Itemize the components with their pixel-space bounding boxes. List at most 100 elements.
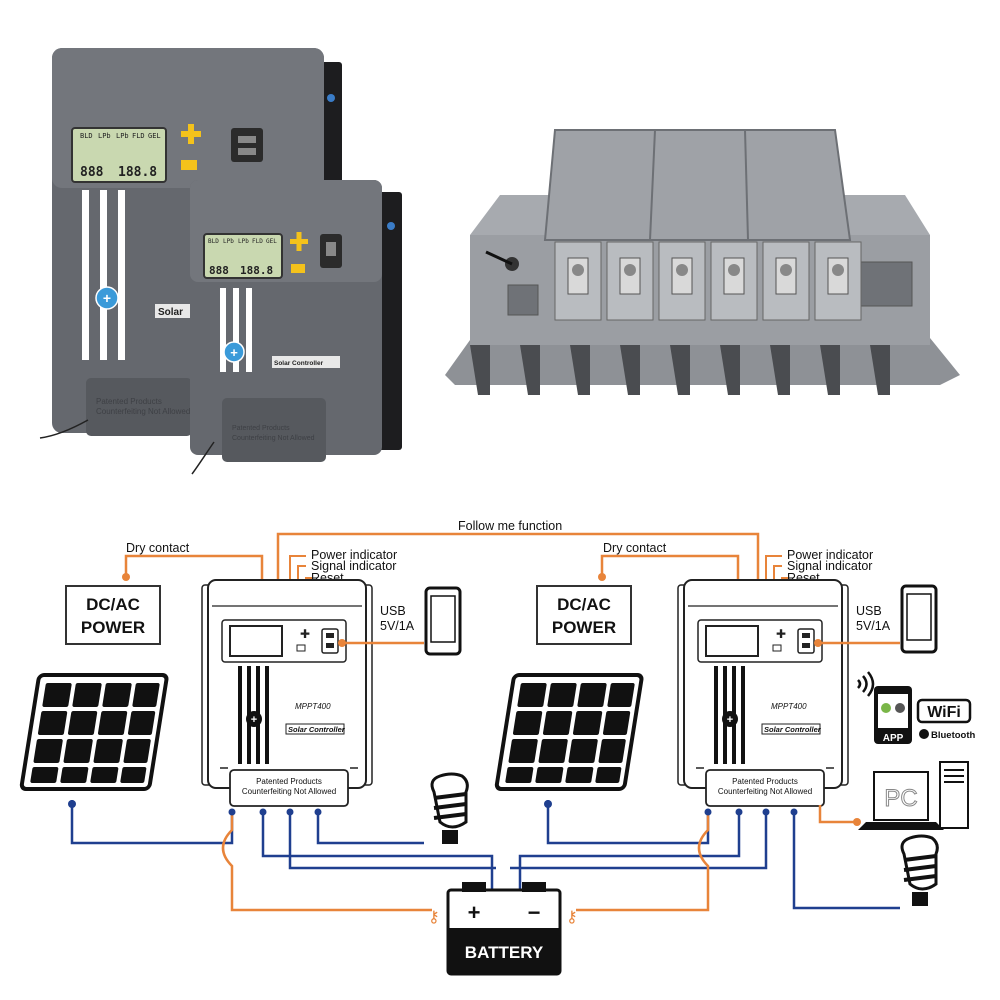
lcd-tab-4: FLD <box>252 238 263 245</box>
dry-contact-label: Dry contact <box>126 541 190 555</box>
follow-me-label: Follow me function <box>458 519 562 533</box>
plus-button-icon[interactable] <box>296 232 302 251</box>
dcac-line2: POWER <box>81 618 145 637</box>
lcd-display <box>71 127 167 183</box>
bluetooth-label: Bluetooth <box>931 730 976 741</box>
mounting-plate <box>376 192 402 450</box>
load-wire <box>792 812 900 910</box>
dcac-line2: POWER <box>552 618 616 637</box>
app-label: APP <box>883 733 904 744</box>
battery-label: BATTERY <box>465 943 544 962</box>
wiring-diagram: Follow me function Dry contact Power ind… <box>19 519 976 976</box>
lcd-tab-5: GEL <box>148 132 161 140</box>
app-icon: APP <box>874 686 912 744</box>
minus-key-icon[interactable] <box>772 644 782 652</box>
dcac-line1: DC/AC <box>86 595 140 614</box>
cover-text-1: Patented Products <box>232 425 290 432</box>
svg-text:⚷: ⚷ <box>566 909 578 926</box>
lcd-tab-1: BLD <box>80 132 93 140</box>
model-label: MPPT400 <box>295 702 331 711</box>
terminal-cover <box>222 398 326 462</box>
usb-label-1: USB <box>380 604 406 618</box>
dcac-power-box <box>65 585 161 645</box>
minus-button-icon[interactable] <box>181 160 197 170</box>
lcd-screen <box>229 625 283 657</box>
right-system: Dry contact Power indicator Signal indic… <box>494 541 976 912</box>
unit-label: Solar Controller <box>274 360 324 367</box>
left-system: Dry contact Power indicator Signal indic… <box>19 541 496 912</box>
lcd-digits-right: 188.8 <box>118 165 157 180</box>
lcd-tab-3: LPb <box>238 238 249 245</box>
light-bulb-icon <box>900 834 939 906</box>
terminal-block-photo <box>445 129 960 395</box>
battery-plus: + <box>468 900 481 925</box>
svg-text:⚷: ⚷ <box>428 909 440 926</box>
small-controller-unit: BLD LPb LPb FLD GEL 888 188.8 + Solar Co… <box>190 180 382 462</box>
plus-badge-icon <box>722 711 738 727</box>
connector-dots <box>228 808 322 816</box>
controller-outline: ✚ + MPPT400 Solar Controller Patented Pr… <box>677 579 849 807</box>
plus-button-icon[interactable] <box>188 124 194 144</box>
solar-panel-icon <box>19 673 169 791</box>
wireless-signal-icon <box>857 671 875 697</box>
battery-minus: − <box>528 900 541 925</box>
controller-label: Solar Controller <box>288 725 346 734</box>
battery-negative-wire <box>576 812 710 912</box>
signal-indicator-label: Signal indicator <box>787 559 872 573</box>
footer-line1: Patented Products <box>732 777 798 786</box>
fuse-icon: ⚷ ⚷ <box>428 909 578 926</box>
controller-photo-group: BLD LPb LPb FLD GEL 888 188.8 + Solar Pa… <box>39 48 402 475</box>
dry-contact-wire <box>124 554 264 580</box>
plus-badge-icon <box>95 286 119 310</box>
lcd-tab-3: LPb <box>116 132 129 140</box>
connector-dots <box>704 808 798 816</box>
lcd-digits-left: 888 <box>80 165 104 180</box>
wifi-logo-icon: WiFi <box>916 698 972 724</box>
power-indicator-label: Power indicator <box>311 548 397 562</box>
light-bulb-icon <box>430 772 469 844</box>
minus-key-icon[interactable] <box>296 644 306 652</box>
usb-port-icon <box>231 128 263 162</box>
controller-label: Solar Controller <box>764 725 822 734</box>
usb-label-2: 5V/1A <box>856 619 891 633</box>
pv-wire <box>546 800 710 845</box>
lcd-display <box>203 233 283 279</box>
svg-text:+: + <box>251 714 257 726</box>
lcd-digits-right: 188.8 <box>240 264 273 277</box>
solar-panel-icon <box>494 673 644 791</box>
bluetooth-logo-icon: Bluetooth <box>919 729 976 741</box>
terminal-row <box>554 241 862 321</box>
dry-contact-label: Dry contact <box>603 541 667 555</box>
plus-key-icon[interactable]: ✚ <box>776 627 786 641</box>
pc-icon: PC <box>858 761 969 830</box>
lcd-tab-4: FLD <box>132 132 145 140</box>
lcd-tab-2: LPb <box>98 132 111 140</box>
battery-positive-wire <box>221 812 432 912</box>
terminal-cover <box>86 378 192 436</box>
signal-indicator-label: Signal indicator <box>311 559 396 573</box>
unit-label: Solar <box>158 307 183 318</box>
wifi-label: WiFi <box>927 704 961 721</box>
dcac-line1: DC/AC <box>557 595 611 614</box>
plus-badge-icon <box>246 711 262 727</box>
minus-button-icon[interactable] <box>291 264 305 273</box>
footer-line1: Patented Products <box>256 777 322 786</box>
usb-label-1: USB <box>856 604 882 618</box>
footer-line2: Counterfeiting Not Allowed <box>718 787 812 796</box>
lcd-digits-left: 888 <box>209 264 229 277</box>
lcd-tab-2: LPb <box>223 238 234 245</box>
usb-label-2: 5V/1A <box>380 619 415 633</box>
controller-outline: ✚ + MPPT400 Solar Controller Patented Pr… <box>201 579 373 807</box>
plus-key-icon[interactable]: ✚ <box>300 627 310 641</box>
load-wire <box>316 812 424 845</box>
follow-me-wire <box>276 532 760 580</box>
screw-icon <box>387 222 395 230</box>
dry-contact-wire <box>600 554 740 580</box>
cover-text-2: Counterfeiting Not Allowed <box>96 407 190 416</box>
battery-wire <box>518 812 741 890</box>
usb-socket-icon <box>321 628 339 654</box>
cover-text-2: Counterfeiting Not Allowed <box>232 435 315 442</box>
svg-text:+: + <box>103 290 111 306</box>
model-label: MPPT400 <box>771 702 807 711</box>
